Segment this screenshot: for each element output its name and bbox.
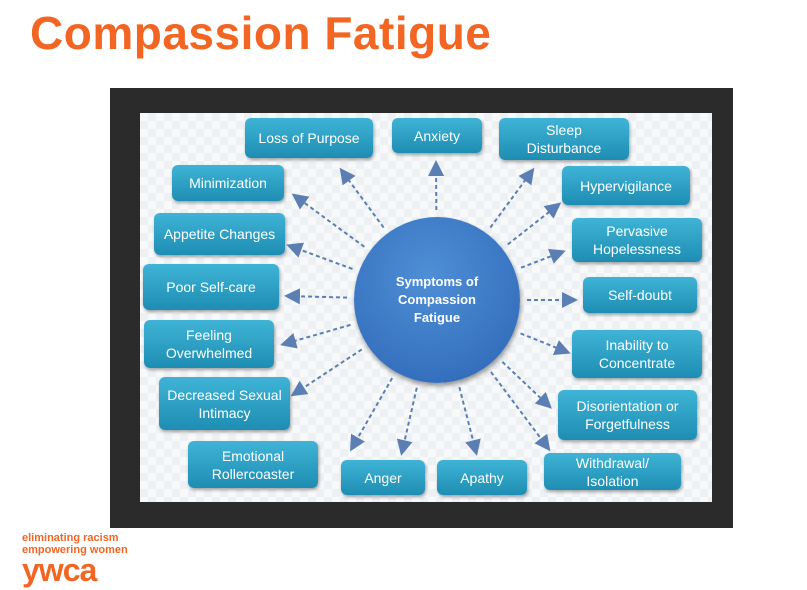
symptom-box: Self-doubt xyxy=(583,277,697,313)
symptom-box: Anxiety xyxy=(392,118,482,153)
symptom-box: Emotional Rollercoaster xyxy=(188,441,318,488)
symptom-box: Hypervigilance xyxy=(562,166,690,205)
ywca-logo: eliminating racism empowering women ywca xyxy=(22,532,128,588)
dashed-arrow xyxy=(396,387,418,456)
dashed-arrow xyxy=(339,167,385,229)
symptom-box: Disorientation or Forgetfulness xyxy=(558,390,697,440)
dashed-arrow xyxy=(501,361,552,409)
dashed-arrow xyxy=(489,167,535,229)
symptom-box: Loss of Purpose xyxy=(245,118,373,158)
dashed-arrow xyxy=(291,193,365,248)
dashed-arrow xyxy=(520,332,571,355)
symptom-box: Apathy xyxy=(437,460,527,495)
symptom-box: Appetite Changes xyxy=(154,213,285,255)
dashed-arrow xyxy=(490,371,551,452)
symptom-box: Decreased Sexual Intimacy xyxy=(159,377,290,430)
slide-title: Compassion Fatigue xyxy=(30,7,492,59)
center-node: Symptoms of Compassion Fatigue xyxy=(354,217,520,383)
dashed-arrow xyxy=(520,248,566,269)
symptom-box: Inability to Concentrate xyxy=(572,330,702,378)
symptom-box: Withdrawal/ Isolation xyxy=(544,453,681,490)
symptom-box: Feeling Overwhelmed xyxy=(144,320,274,368)
dashed-arrow xyxy=(350,377,394,452)
symptom-box: Anger xyxy=(341,460,425,495)
dashed-arrow xyxy=(507,202,562,246)
dashed-arrow xyxy=(284,288,348,305)
logo-wordmark: ywca xyxy=(22,552,97,588)
symptom-box: Pervasive Hopelessness xyxy=(572,218,702,262)
symptom-box: Poor Self-care xyxy=(143,264,279,310)
dashed-arrow xyxy=(280,323,351,349)
dashed-arrow xyxy=(286,242,353,270)
symptom-box: Sleep Disturbance xyxy=(499,118,629,160)
logo-tagline-1: eliminating racism xyxy=(22,532,119,544)
dashed-arrow xyxy=(458,386,481,456)
logo-tagline-2: empowering women xyxy=(22,544,128,556)
symptom-box: Minimization xyxy=(172,165,284,201)
dashed-arrow xyxy=(290,348,363,397)
